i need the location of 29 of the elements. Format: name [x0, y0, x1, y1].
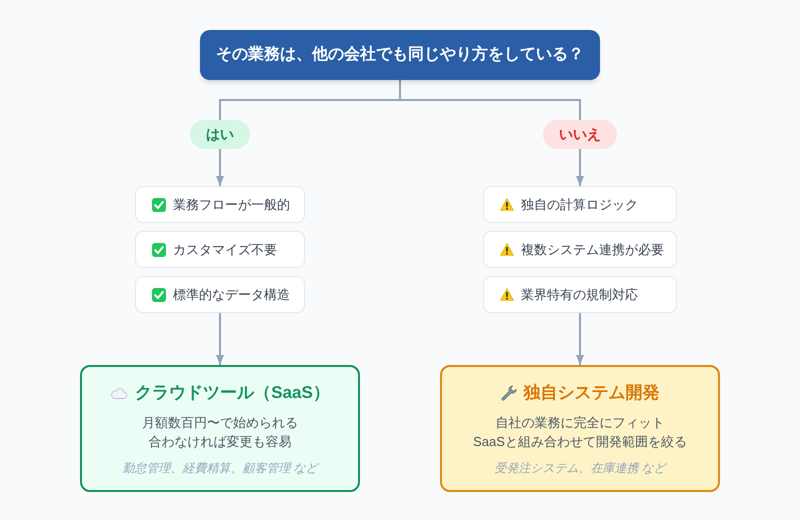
- card-description: 自社の業務に完全にフィット: [496, 414, 664, 432]
- question-box: その業務は、他の会社でも同じやり方をしている？: [200, 30, 600, 80]
- card-description: 月額数百円〜で始められる: [142, 414, 298, 432]
- answer-pill: いいえ: [543, 120, 617, 149]
- criterion-text: 独自の計算ロジック: [521, 196, 638, 214]
- arrow: [216, 313, 224, 365]
- criterion-text: 複数システム連携が必要: [521, 240, 664, 259]
- criterion-card: [483, 231, 677, 268]
- criterion-text: カスタマイズ不要: [173, 240, 277, 259]
- example-list: 受発注システム、在庫連携 など: [494, 460, 666, 476]
- answer-pill: はい: [190, 120, 250, 149]
- criterion-card: [135, 186, 305, 223]
- card-description: SaaSと組み合わせて開発範囲を絞る: [473, 432, 687, 450]
- arrow: [576, 313, 584, 365]
- card-heading: クラウドツール（SaaS）: [135, 382, 330, 404]
- criterion-text: 標準的なデータ構造: [173, 286, 290, 304]
- criterion-text: 業界特有の規制対応: [521, 286, 638, 304]
- arrow: [216, 149, 224, 186]
- criterion-card: [483, 276, 677, 313]
- example-list: 勤怠管理、経費精算、顧客管理 など: [122, 460, 318, 476]
- criterion-text: 業務フローが一般的: [173, 196, 290, 214]
- criterion-card: [135, 231, 305, 268]
- card-heading: 独自システム開発: [524, 382, 660, 404]
- card-description: 合わなければ変更も容易: [148, 432, 292, 450]
- arrow: [576, 149, 584, 186]
- recommendation-card: [80, 365, 360, 492]
- recommendation-card: [440, 365, 720, 492]
- criterion-card: [483, 186, 677, 223]
- criterion-card: [135, 276, 305, 313]
